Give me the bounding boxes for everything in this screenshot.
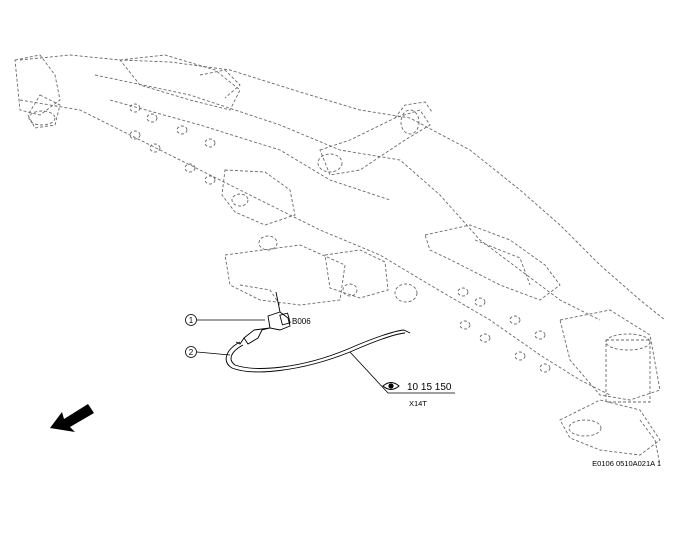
callout-1: 1	[185, 314, 265, 326]
callout-1-number: 1	[189, 316, 194, 325]
figure-id: E0106 0510A021A 1	[592, 459, 661, 468]
arrow-front-left-icon	[50, 404, 94, 432]
speed-sensor-b006	[235, 291, 291, 345]
view-reference: 10 15 150 X14T	[349, 351, 455, 408]
axle-frame	[14, 54, 666, 466]
eye-icon	[382, 382, 400, 390]
view-reference-code: X14T	[409, 399, 427, 408]
bolt-row	[129, 103, 551, 373]
callout-2: 2	[185, 346, 231, 358]
callout-1-code: B006	[292, 317, 311, 326]
callout-2-number: 2	[189, 348, 194, 357]
wiring-harness	[225, 329, 411, 373]
view-reference-number: 10 15 150	[407, 382, 452, 393]
